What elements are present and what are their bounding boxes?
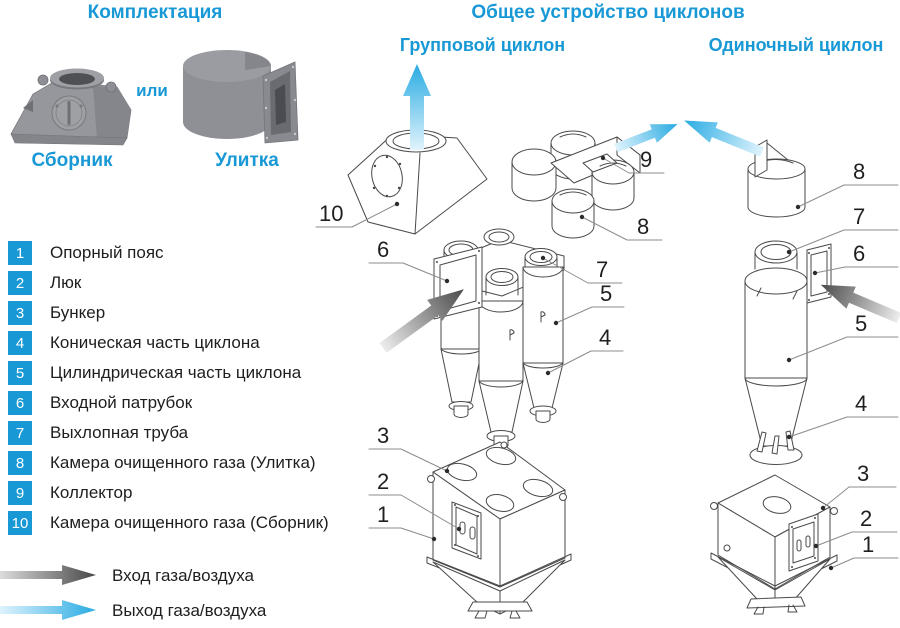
- callout-4-single: 4: [855, 391, 868, 416]
- single-cyclone-title: Одиночный циклон: [708, 35, 884, 55]
- gas-inlet-label: Вход газа/воздуха: [112, 566, 254, 585]
- callout-5-group: 5: [600, 281, 613, 306]
- legend-badge-1: 1: [8, 241, 32, 265]
- single-cyclone-drawing: [744, 240, 832, 465]
- gas-inlet-arrow-icon: [0, 565, 96, 585]
- group-outlet-arrow: [403, 64, 431, 150]
- legend-badge-3: 3: [8, 301, 32, 325]
- callout-7-single: 7: [853, 204, 866, 229]
- legend-badge-10: 10: [8, 511, 32, 535]
- overview-title: Общее устройство циклонов: [471, 2, 745, 23]
- callout-leader-lines: [315, 157, 899, 569]
- legend-badge-5: 5: [8, 361, 32, 385]
- kit-title: Комплектация: [87, 2, 223, 23]
- gas-outlet-arrow-icon: [0, 600, 96, 620]
- callout-1-single: 1: [862, 532, 875, 557]
- legend-badge-4: 4: [8, 331, 32, 355]
- group-bunker-drawing: [426, 441, 572, 619]
- callout-6-group: 6: [377, 237, 390, 262]
- volute-image-label: Улитка: [215, 150, 279, 171]
- group-cyclone-title: Групповой циклон: [399, 35, 566, 55]
- volute-render: [183, 50, 299, 144]
- callout-10-group: 10: [319, 201, 344, 226]
- gas-outlet-label: Выход газа/воздуха: [112, 601, 267, 620]
- legend-badge-9: 9: [8, 481, 32, 505]
- legend-badge-7: 7: [8, 421, 32, 445]
- callout-dots: [394, 155, 834, 571]
- group-collector-outlet-arrow: [614, 124, 678, 153]
- group-hood-drawing: [347, 129, 488, 235]
- callout-2-group: 2: [377, 469, 390, 494]
- single-inlet-arrow: [820, 284, 900, 324]
- callout-3-group: 3: [377, 423, 390, 448]
- cyclones-diagram: [315, 64, 900, 619]
- callout-8-group: 8: [637, 214, 650, 239]
- callout-7-group: 7: [596, 257, 609, 282]
- callout-4-group: 4: [599, 325, 612, 350]
- collector-image-label: Сборник: [31, 150, 113, 171]
- callout-1-group: 1: [377, 502, 390, 527]
- single-bunker-drawing: [710, 474, 838, 615]
- single-outlet-arrow: [684, 120, 764, 157]
- legend-badge-8: 8: [8, 451, 32, 475]
- legend-badge-2: 2: [8, 271, 32, 295]
- or-label: или: [136, 81, 168, 100]
- callout-8-single: 8: [853, 159, 866, 184]
- legend-badge-6: 6: [8, 391, 32, 415]
- callout-3-single: 3: [857, 461, 870, 486]
- callout-2-single: 2: [860, 506, 873, 531]
- group-cyclone-pack-drawing: [424, 228, 565, 449]
- group-inlet-arrow: [379, 289, 464, 353]
- callout-6-single: 6: [853, 241, 866, 266]
- callout-5-single: 5: [855, 311, 868, 336]
- callout-9-group: 9: [640, 147, 653, 172]
- collector-render: [10, 68, 132, 146]
